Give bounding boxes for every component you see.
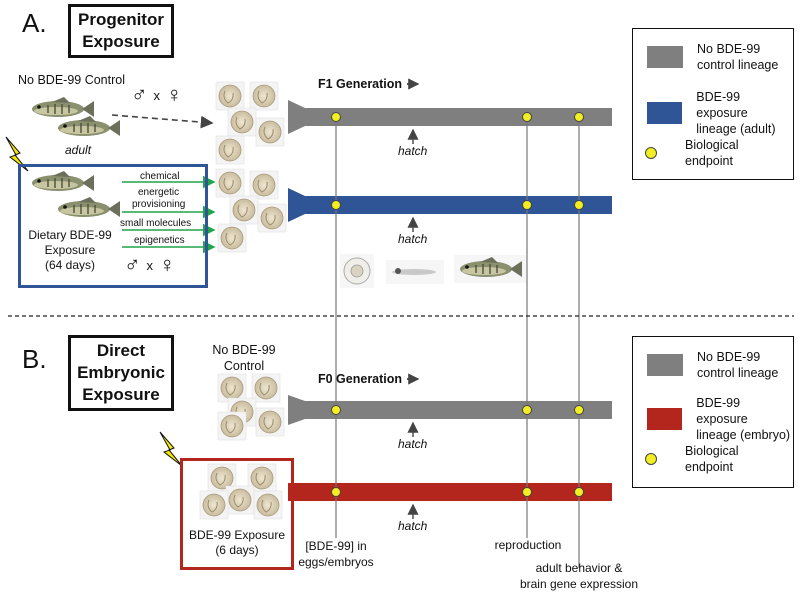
legend-b-endpoint-line1: Biological	[685, 444, 739, 458]
control-label-b-line1: No BDE-99	[212, 343, 276, 357]
legend-b-control-line1: No BDE-99	[697, 350, 761, 364]
control-label-a: No BDE-99 Control	[18, 73, 125, 87]
legend-b-endpoint-line2: endpoint	[685, 460, 733, 474]
legend-b-exposure-line2: lineage (embryo)	[696, 428, 791, 442]
lineage-bar-exposure-b	[288, 483, 612, 501]
legend-b: No BDE-99 control lineage BDE-99 exposur…	[632, 336, 794, 488]
legend-a-exposure-swatch	[647, 102, 683, 124]
exposure-box-b	[180, 458, 294, 570]
legend-a-endpoint: Biological endpoint	[633, 137, 739, 169]
female-symbol: ♀	[166, 82, 183, 107]
cross-symbols-a-exposure: ♂ x ♀	[124, 252, 176, 278]
legend-a-control-swatch	[647, 46, 683, 68]
panel-b-letter: B.	[22, 344, 47, 374]
endpoint-label-1-line2: eggs/embryos	[298, 555, 374, 569]
transfer-chemical: chemical	[140, 171, 180, 182]
legend-b-control: No BDE-99 control lineage	[647, 349, 778, 381]
legend-b-control-swatch	[647, 354, 683, 376]
panel-a-title-line2: Exposure	[82, 32, 160, 51]
fish-control-top	[31, 96, 95, 118]
lightning-icon-a	[5, 136, 29, 172]
development-adult-image	[454, 255, 526, 283]
panel-b-title-line2: Embryonic	[77, 363, 165, 382]
transfer-epigenetics: epigenetics	[134, 235, 185, 246]
hatch-label-b-bottom: hatch	[398, 519, 428, 533]
fish-control-bottom	[57, 115, 121, 137]
exposure-label-a: Dietary BDE-99 Exposure (64 days)	[24, 228, 116, 273]
panel-a-title: Progenitor Exposure	[68, 4, 174, 58]
control-label-b-line2: Control	[223, 359, 265, 373]
legend-a-exposure: BDE-99 exposure lineage (adult)	[647, 89, 793, 137]
transfer-provisioning: provisioning	[132, 199, 186, 210]
cross-symbols-a-control: ♂ x ♀	[131, 82, 183, 108]
legend-b-exposure: BDE-99 exposure lineage (embryo)	[647, 395, 793, 443]
hatch-label-b-top: hatch	[398, 437, 428, 451]
exposure-label-b: BDE-99 Exposure (6 days)	[180, 528, 294, 558]
lineage-bar-control-a	[288, 100, 612, 134]
legend-a-control: No BDE-99 control lineage	[647, 41, 778, 73]
control-label-b: No BDE-99 Control	[204, 342, 284, 374]
endpoint-dots	[331, 112, 584, 497]
male-symbol: ♂	[131, 82, 148, 107]
panel-a-letter: A.	[22, 8, 47, 38]
legend-b-control-line2: control lineage	[697, 366, 779, 380]
cross-x-exposure: x	[146, 257, 154, 273]
endpoint-label-3: adult behavior & brain gene expression	[494, 560, 664, 592]
panel-a-title-line1: Progenitor	[78, 10, 164, 29]
lightning-icon-b	[159, 431, 183, 467]
legend-a-endpoint-line2: endpoint	[685, 154, 733, 168]
eggs-exposure-a	[215, 168, 287, 253]
cross-x: x	[153, 87, 161, 103]
endpoint-label-3-line1: adult behavior &	[535, 561, 623, 575]
legend-b-exposure-swatch	[647, 408, 683, 430]
adult-label: adult	[65, 143, 92, 157]
hatch-label-a-top: hatch	[398, 144, 428, 158]
panel-b-title-line1: Direct	[96, 341, 146, 360]
transfer-small-molecules: small molecules	[120, 218, 192, 229]
endpoint-label-1-line1: [BDE-99] in	[305, 539, 367, 553]
legend-b-exposure-line1: BDE-99 exposure	[696, 396, 748, 426]
transfer-arrows	[122, 175, 216, 254]
legend-a-endpoint-dot	[645, 147, 657, 159]
panel-b-title-line3: Exposure	[82, 385, 160, 404]
legend-a-control-line1: No BDE-99	[697, 42, 761, 56]
exposure-box-a	[18, 164, 208, 288]
exposure-b-line2: (6 days)	[215, 543, 259, 557]
legend-a-control-line2: control lineage	[697, 58, 779, 72]
endpoint-label-1: [BDE-99] in eggs/embryos	[296, 538, 376, 570]
endpoint-label-3-line2: brain gene expression	[519, 577, 639, 591]
legend-b-endpoint: Biological endpoint	[633, 443, 739, 475]
eggs-control-a	[215, 81, 285, 165]
lineage-bar-exposure-a	[288, 188, 612, 222]
transfer-energetic: energetic	[138, 187, 180, 198]
generation-label-b: F0 Generation	[318, 372, 403, 386]
generation-label-a: F1 Generation	[318, 77, 403, 91]
exposure-a-line1: Dietary BDE-99	[28, 228, 112, 242]
development-larva-image	[386, 260, 444, 284]
legend-b-endpoint-dot	[645, 453, 657, 465]
generation-arrows	[407, 78, 420, 385]
lineage-bar-control-b	[288, 395, 612, 425]
legend-a-endpoint-line1: Biological	[685, 138, 739, 152]
exposure-b-line1: BDE-99 Exposure	[188, 528, 286, 542]
legend-a-exposure-line2: lineage (adult)	[696, 122, 776, 136]
exposure-a-line3: (64 days)	[44, 258, 96, 272]
development-egg-image	[340, 254, 374, 288]
legend-a-exposure-line1: BDE-99 exposure	[696, 90, 748, 120]
female-symbol-exposure: ♀	[159, 252, 176, 277]
hatch-label-a-bottom: hatch	[398, 232, 428, 246]
male-symbol-exposure: ♂	[124, 252, 141, 277]
endpoint-label-2: reproduction	[494, 538, 562, 552]
control-cross-arrow	[111, 114, 214, 129]
panel-b-title: Direct Embryonic Exposure	[68, 335, 174, 411]
legend-a: No BDE-99 control lineage BDE-99 exposur…	[632, 28, 794, 180]
exposure-a-line2: Exposure	[44, 243, 96, 257]
eggs-control-b	[217, 373, 285, 441]
